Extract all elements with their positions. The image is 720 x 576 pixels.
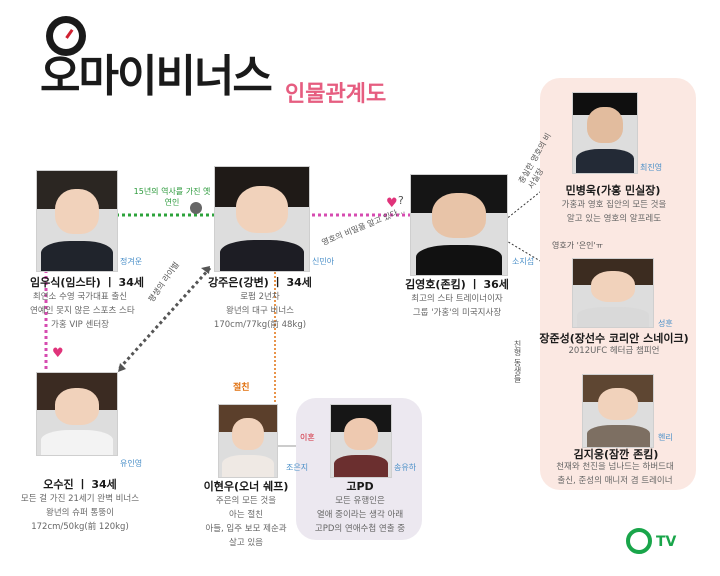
relation-worship: 영호가 '은인'ㅠ xyxy=(552,241,604,250)
actor-lee: 조은지 xyxy=(286,463,309,472)
kang-oh-line xyxy=(116,266,212,372)
photo-kim xyxy=(410,174,508,276)
actor-jang: 성훈 xyxy=(658,319,673,328)
actor-jiwoong: 헨리 xyxy=(658,433,673,442)
photo-kang xyxy=(214,166,310,272)
title-block: 오마이비너스 인물관계도 xyxy=(40,40,386,107)
photo-lee xyxy=(218,404,278,478)
actor-im: 정겨운 xyxy=(120,257,143,266)
photo-jang xyxy=(572,258,654,328)
photo-go xyxy=(330,404,392,478)
arrow-head xyxy=(201,266,210,274)
actor-kim: 소지섭 xyxy=(512,257,535,266)
photo-im xyxy=(36,170,118,272)
photo-min xyxy=(572,92,638,174)
actor-kang: 신민아 xyxy=(312,257,335,266)
actor-go: 송유하 xyxy=(394,463,417,472)
name-kim: 김영호(존킴) ㅣ 36세 xyxy=(405,278,509,291)
arrow-head xyxy=(118,363,126,372)
relation-divorce: 이혼 xyxy=(300,433,315,442)
name-lee: 이현우(오너 쉐프) xyxy=(203,480,289,493)
name-jiwoong: 김지웅(잠깐 존킴) xyxy=(573,448,659,461)
photo-jiwoong xyxy=(582,374,654,448)
qtv-logo: TV xyxy=(626,528,696,558)
name-go: 고PD xyxy=(346,480,374,493)
heart-icon: ♥ xyxy=(52,346,64,361)
speech-bubble-icon xyxy=(190,202,202,214)
photo-oh xyxy=(36,372,118,456)
relation-friend: 절친 xyxy=(233,383,250,393)
clock-icon xyxy=(46,16,86,56)
relation-rival: 15년의 역사를 가진 옛 연인 xyxy=(133,187,211,207)
chart-subtitle: 인물관계도 xyxy=(285,82,387,107)
relation-question: ? xyxy=(398,194,404,207)
name-min: 민병욱(가홍 민실장) xyxy=(565,184,661,197)
actor-min: 최진영 xyxy=(640,163,663,172)
drama-title: 오마이비너스 xyxy=(40,51,273,102)
heart-icon: ♥ xyxy=(386,196,398,211)
name-oh: 오수진 ㅣ 34세 xyxy=(43,478,117,491)
name-im: 임우식(임스타) ㅣ 34세 xyxy=(30,276,144,289)
relation-loyal: 친형 동생들 xyxy=(513,340,522,383)
desc-jang: 2012UFC 헤터급 챔피언 xyxy=(568,346,660,356)
name-kang: 강주은(강변) ㅣ 34세 xyxy=(208,276,312,289)
name-jang: 장준성(장선수 코리안 스네이크) xyxy=(539,332,689,345)
actor-oh: 유인영 xyxy=(120,459,143,468)
